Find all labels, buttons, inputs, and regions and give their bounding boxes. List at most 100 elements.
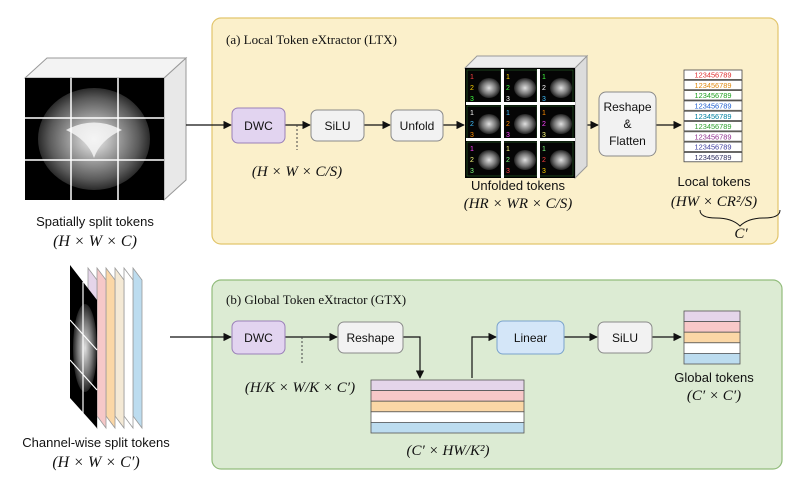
local-token-row: 123456789 xyxy=(683,151,743,163)
patch-digit: 2 xyxy=(470,85,474,92)
unfold-patch: 1 2 3 xyxy=(502,69,538,105)
global-stripe xyxy=(683,310,741,323)
channel-layer xyxy=(123,266,134,430)
reshape-line-2: & xyxy=(623,117,631,131)
patch-digit: 2 xyxy=(506,157,510,164)
local-token-row: 123456789 xyxy=(683,131,743,142)
patch-digit: 2 xyxy=(506,85,510,92)
channel-layer xyxy=(105,266,116,430)
local-token-row: 123456789 xyxy=(683,100,743,111)
global-stripe xyxy=(683,331,741,344)
channel-front-slice xyxy=(69,265,98,428)
ltx-dwc-dims: (H × W × C/S) xyxy=(252,164,342,180)
patch-digit: 3 xyxy=(542,168,546,175)
gtx-dwc-dims: (H/K × W/K × C′) xyxy=(245,380,355,396)
patch-digit: 1 xyxy=(542,74,546,81)
local-token-digits: 123456789 xyxy=(695,81,732,90)
patch-digit: 2 xyxy=(542,85,546,92)
reshape-line-3: Flatten xyxy=(609,134,646,148)
ltx-dwc-label: DWC xyxy=(244,119,273,133)
unfold-patch: 123 xyxy=(502,105,538,141)
channel-layer xyxy=(96,266,107,430)
matrix-stripe xyxy=(370,379,525,392)
local-tokens-dims: (HW × CR²/S) xyxy=(671,194,757,210)
patch-digit: 1 xyxy=(506,74,510,81)
local-token-digits: 123456789 xyxy=(695,112,732,121)
spatial-input-label: Spatially split tokens xyxy=(36,214,154,229)
unfold-box xyxy=(390,109,444,142)
patch-digit: 1 xyxy=(506,110,510,117)
gtx-title: (b) Global Token eXtractor (GTX) xyxy=(226,292,406,307)
global-stripe xyxy=(683,342,741,354)
global-tokens-stack xyxy=(683,310,741,365)
unfold-patch: 123 xyxy=(538,105,574,141)
local-token-digits: 123456789 xyxy=(695,143,732,152)
cprime-brace xyxy=(699,209,781,227)
patch-digit: 3 xyxy=(506,96,510,103)
local-token-digits: 123456789 xyxy=(695,153,732,162)
patch-digit: 2 xyxy=(542,121,546,128)
channel-input-label: Channel-wise split tokens xyxy=(22,435,170,450)
patch-digit: 2 xyxy=(470,121,474,128)
local-token-row: 123456789 xyxy=(683,69,743,80)
global-stripe xyxy=(683,321,741,333)
patch-digit: 1 xyxy=(470,146,474,153)
matrix-stripe xyxy=(370,390,525,402)
unfold-separator xyxy=(537,69,540,178)
patch-digit: 1 xyxy=(506,146,510,153)
matrix-stripe xyxy=(370,421,525,434)
arrow-reshape-to-matrix xyxy=(403,336,425,379)
unfold-patch: 123 xyxy=(502,141,538,177)
local-token-digits: 123456789 xyxy=(695,102,732,111)
gtx-silu-label: SiLU xyxy=(612,331,638,345)
unfold-separator xyxy=(466,102,575,105)
global-tokens-dims: (C′ × C′) xyxy=(687,388,741,404)
reshaped-matrix xyxy=(370,379,525,434)
ltx-silu-box xyxy=(310,109,365,142)
patch-digit: 1 xyxy=(542,110,546,117)
patch-digit: 3 xyxy=(470,168,474,175)
matrix-dims: (C′ × HW/K²) xyxy=(407,443,490,459)
unfold-patch: 1 2 3 xyxy=(538,69,574,105)
spatial-input-dims: (H × W × C) xyxy=(53,233,137,250)
matrix-stripe xyxy=(370,400,525,413)
unfold-separator xyxy=(466,138,575,141)
unfold-patch: 123 xyxy=(466,105,502,141)
local-token-row: 123456789 xyxy=(683,110,743,121)
unfold-separator xyxy=(501,69,504,178)
channel-wise-input-stack xyxy=(69,265,143,430)
local-token-digits: 123456789 xyxy=(695,71,732,80)
patch-digit: 3 xyxy=(470,132,474,139)
linear-label: Linear xyxy=(514,331,547,345)
spatial-input-cube xyxy=(23,56,188,202)
gtx-reshape-box xyxy=(337,321,404,354)
linear-box xyxy=(496,320,565,355)
local-token-row: 123456789 xyxy=(683,90,743,101)
gtx-silu-box xyxy=(597,321,653,354)
local-token-row: 123456789 xyxy=(683,141,743,152)
matrix-stripe xyxy=(370,411,525,423)
unfolded-tokens-label: Unfolded tokens xyxy=(471,178,565,193)
patch-digit: 3 xyxy=(542,96,546,103)
reshape-line-1: Reshape xyxy=(603,100,651,114)
channel-layer xyxy=(132,266,143,430)
local-token-digits: 123456789 xyxy=(695,91,732,100)
unfold-patch: 123 xyxy=(466,69,502,105)
unfolded-tokens-dims: (HR × WR × C/S) xyxy=(464,196,573,212)
channel-input-dims: (H × W × C′) xyxy=(52,454,139,471)
patch-digit: 2 xyxy=(542,157,546,164)
patch-digit: 3 xyxy=(470,96,474,103)
ltx-silu-label: SiLU xyxy=(324,119,350,133)
unfold-label: Unfold xyxy=(400,119,435,133)
local-token-digits: 123456789 xyxy=(695,122,732,131)
local-token-digits: 123456789 xyxy=(695,132,732,141)
gtx-dwc-box xyxy=(231,320,286,355)
arrow-matrix-to-linear xyxy=(471,332,497,378)
brace-label: C′ xyxy=(734,226,748,242)
ltx-dwc-box xyxy=(231,107,286,144)
unfold-patch: 123 xyxy=(538,141,574,177)
unfold-patch: 123 xyxy=(466,141,502,177)
patch-digit: 3 xyxy=(506,132,510,139)
